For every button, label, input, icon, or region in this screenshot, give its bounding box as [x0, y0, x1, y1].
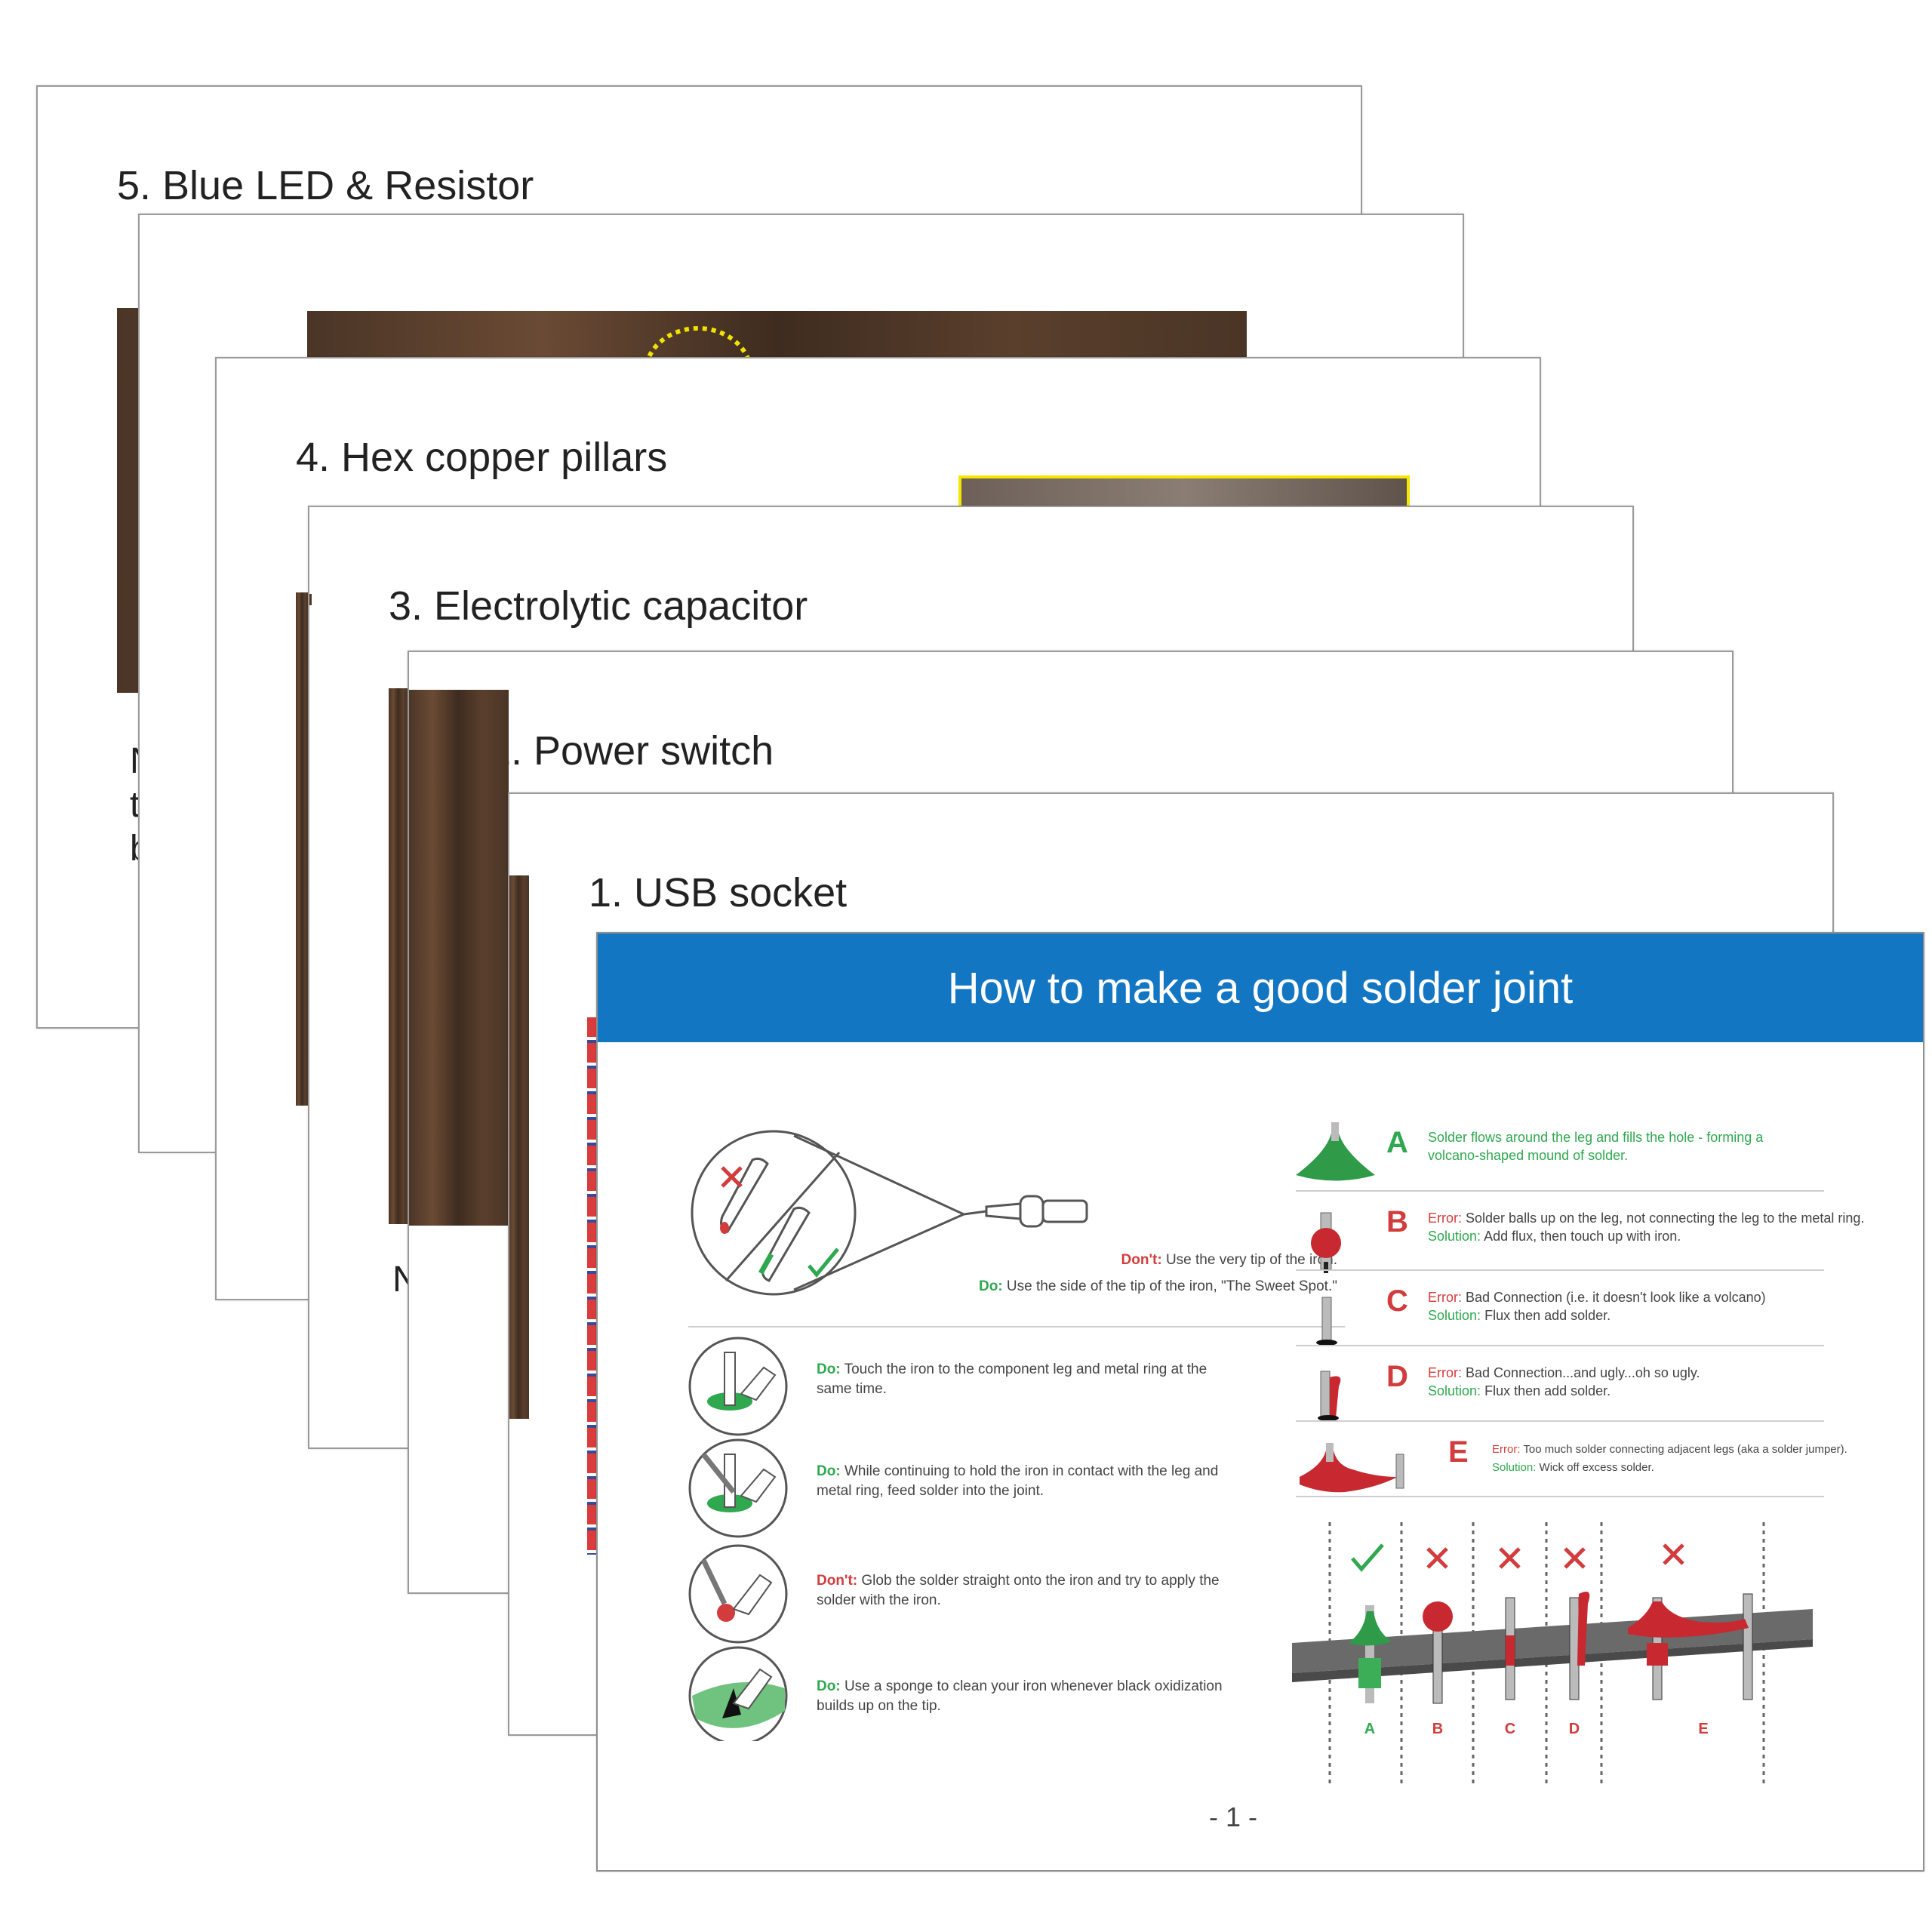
joint-b-text: Error: Solder balls up on the leg, not c…	[1428, 1211, 1865, 1244]
slide-photo	[309, 594, 312, 605]
joint-d-text: Error: Bad Connection...and ugly...oh so…	[1428, 1365, 1700, 1398]
board-label-d: D	[1569, 1721, 1580, 1737]
joint-e-text: Error: Too much solder connecting adjace…	[1492, 1443, 1847, 1474]
joint-d-icon	[1318, 1371, 1341, 1421]
board-label-b: B	[1432, 1721, 1443, 1737]
divider	[688, 1326, 1345, 1327]
joint-e-icon	[1300, 1443, 1404, 1493]
joint-a-icon	[1296, 1122, 1375, 1181]
board-joint-c	[1499, 1547, 1521, 1700]
slide-photo	[409, 690, 509, 1226]
x-mark-icon	[1499, 1547, 1521, 1569]
iron-tip-illustration	[691, 1130, 1088, 1296]
page-number: - 1 -	[1209, 1801, 1258, 1832]
x-mark-icon	[1663, 1543, 1684, 1565]
step-3-text: Don't: Glob the solder straight onto the…	[817, 1573, 1220, 1608]
slide-title: 5. Blue LED & Resistor	[117, 163, 534, 208]
joint-a-text: Solder flows around the leg and fills th…	[1428, 1130, 1764, 1163]
divider	[1296, 1496, 1824, 1497]
joint-d-letter: D	[1386, 1360, 1408, 1393]
step-2-text: Do: While continuing to hold the iron in…	[817, 1463, 1219, 1499]
x-mark-icon	[721, 1166, 743, 1188]
slide-title: 3. Electrolytic capacitor	[389, 583, 808, 629]
x-mark-icon	[1426, 1547, 1448, 1569]
joint-c-text: Error: Bad Connection (i.e. it doesn't l…	[1428, 1290, 1766, 1323]
divider	[1296, 1345, 1824, 1346]
slide-photo	[307, 311, 1247, 364]
slide-solder-joint: How to make a good solder joint Don't: U…	[596, 932, 1924, 1872]
step-2-icon	[688, 1438, 788, 1538]
slide-title: How to make a good solder joint	[947, 963, 1574, 1013]
slide-photo-edge	[296, 592, 308, 1106]
joint-b-icon	[1311, 1212, 1341, 1273]
step-4-text: Do: Use a sponge to clean your iron when…	[817, 1678, 1223, 1714]
x-mark-icon	[1564, 1547, 1586, 1569]
step-1-text: Do: Touch the iron to the component leg …	[817, 1361, 1208, 1397]
slide-title: 2. Power switch	[488, 728, 774, 774]
joint-c-icon	[1316, 1297, 1337, 1346]
slide-photo	[509, 875, 529, 1419]
board-joint-d	[1564, 1547, 1590, 1700]
tip-do-text: Do: Use the side of the tip of the iron,…	[978, 1278, 1337, 1294]
step-4-icon	[688, 1646, 788, 1741]
check-mark-icon	[1351, 1543, 1384, 1572]
board-joint-b	[1423, 1547, 1453, 1704]
slide-title: 1. USB socket	[589, 870, 848, 915]
divider	[1296, 1269, 1824, 1271]
pcb-joint-diagram: A B C D E	[1292, 1522, 1813, 1786]
board-label-a: A	[1364, 1721, 1375, 1737]
slide-photo-edge	[389, 688, 408, 1224]
joint-a-letter: A	[1386, 1126, 1408, 1159]
tip-dont-text: Don't: Use the very tip of the iron.	[1121, 1252, 1337, 1268]
step-illustrations	[688, 1337, 788, 1741]
joint-b-letter: B	[1386, 1205, 1408, 1238]
highlight-circle	[643, 326, 753, 374]
board-label-e: E	[1698, 1721, 1708, 1737]
step-3-icon	[688, 1544, 788, 1644]
joint-type-icons	[1296, 1122, 1404, 1493]
board-label-c: C	[1505, 1721, 1515, 1737]
divider	[1296, 1190, 1824, 1192]
board-joint-e	[1628, 1543, 1753, 1700]
divider	[1296, 1420, 1824, 1422]
check-mark-icon	[808, 1247, 839, 1278]
step-1-icon	[688, 1337, 788, 1436]
board-joint-a	[1349, 1543, 1392, 1703]
slide-header: How to make a good solder joint	[598, 934, 1923, 1042]
joint-e-letter: E	[1448, 1435, 1469, 1469]
pcb-edge	[587, 1017, 598, 1555]
slide-title: 4. Hex copper pillars	[296, 435, 668, 480]
joint-c-letter: C	[1386, 1284, 1408, 1318]
